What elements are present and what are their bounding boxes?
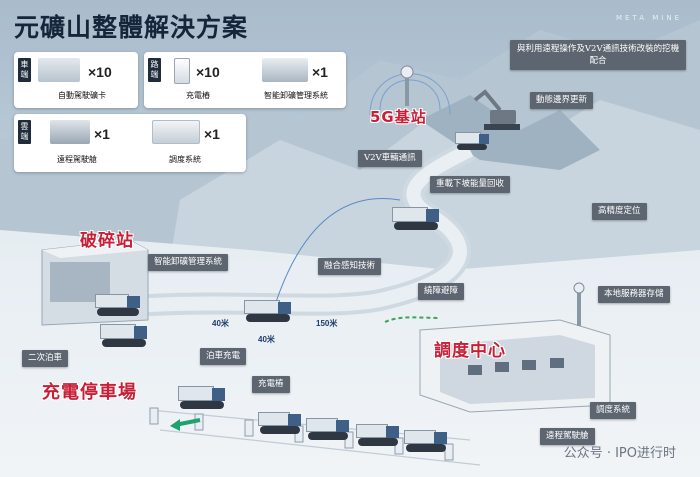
unload-system-thumbnail <box>262 58 308 82</box>
callout-v2v: V2V車輛通訊 <box>358 150 422 167</box>
mining-truck <box>95 290 141 318</box>
server-antenna <box>573 282 585 326</box>
callout-dispatch-system: 調度系統 <box>590 402 637 419</box>
legend-label: 充電樁 <box>186 91 210 100</box>
legend-tag-cloud: 雲端 <box>18 120 31 144</box>
callout-fusion: 融合感知技術 <box>318 258 382 275</box>
callout-hd-positioning: 高精度定位 <box>592 203 647 220</box>
legend-tag-road: 路端 <box>148 58 161 82</box>
page-title: 元礦山整體解決方案 <box>14 13 249 42</box>
truck-thumbnail <box>38 58 80 82</box>
cockpit-thumbnail <box>50 120 90 144</box>
mining-truck <box>100 320 148 350</box>
zone-label-charging-park: 充電停車場 <box>42 382 137 403</box>
5g-tower <box>400 65 414 106</box>
distance-label: 150米 <box>316 319 338 328</box>
legend-qty: ×1 <box>312 64 328 80</box>
brand-logo: META MINE <box>616 14 682 22</box>
callout-charger: 充電樁 <box>252 376 290 393</box>
legend-card-cloud: 雲端 ×1 遠程駕駛艙 ×1 調度系統 <box>14 114 246 172</box>
mining-truck <box>258 408 302 436</box>
mining-truck <box>404 426 448 454</box>
ground-plane <box>0 230 700 477</box>
excavator <box>473 89 520 130</box>
dispatch-center-building <box>419 319 611 413</box>
legend-tag-vehicle: 車端 <box>18 58 31 82</box>
callout-secondary-park: 二次泊車 <box>22 350 69 367</box>
v2v-arc <box>274 198 401 306</box>
watermark: 公众号 · IPO进行时 <box>563 446 676 461</box>
legend-label: 調度系統 <box>169 155 201 164</box>
legend-qty: ×10 <box>196 64 220 80</box>
avoid-path-arrow <box>384 316 441 323</box>
zone-label-dispatch: 調度中心 <box>434 341 506 361</box>
legend-qty: ×1 <box>204 126 220 142</box>
charger-thumbnail <box>174 58 190 84</box>
mining-truck <box>455 128 489 152</box>
callout-remote-cockpit: 遠程駕駛艙 <box>540 428 595 445</box>
legend-label: 智能卸礦管理系統 <box>264 91 328 100</box>
zone-label-5g-base: 5G基站 <box>370 108 427 126</box>
mining-truck <box>306 414 350 442</box>
mining-truck <box>244 296 292 324</box>
callout-downhill: 重載下坡能量回收 <box>430 176 511 193</box>
callout-boundary: 動態邊界更新 <box>530 92 594 109</box>
mining-truck <box>392 202 440 232</box>
legend-label: 自動駕駛礦卡 <box>58 91 106 100</box>
legend-qty: ×10 <box>88 64 112 80</box>
legend-label: 遠程駕駛艙 <box>57 155 97 164</box>
legend-card-vehicle: 車端 ×10 自動駕駛礦卡 <box>14 52 138 108</box>
zone-label-crusher: 破碎站 <box>80 231 134 251</box>
legend-card-road: 路端 ×10 充電樁 ×1 智能卸礦管理系統 <box>144 52 346 108</box>
distance-label: 40米 <box>212 319 229 328</box>
mining-truck <box>356 420 400 448</box>
callout-park-charge: 泊車充電 <box>200 348 247 365</box>
callout-avoid: 繞障避障 <box>418 283 465 300</box>
callout-unload-mgmt: 智能卸礦管理系統 <box>148 254 229 271</box>
distance-label: 40米 <box>258 335 275 344</box>
callout-remote-v2v-text: 與利用遠程操作及V2V通訊技術改裝的挖機配合 <box>516 44 680 66</box>
legend-qty: ×1 <box>94 126 110 142</box>
callout-remote-v2v: 與利用遠程操作及V2V通訊技術改裝的挖機配合 <box>510 40 686 70</box>
dispatch-thumbnail <box>152 120 200 144</box>
mining-truck <box>178 382 226 412</box>
callout-local-storage: 本地服務器存儲 <box>598 286 670 303</box>
